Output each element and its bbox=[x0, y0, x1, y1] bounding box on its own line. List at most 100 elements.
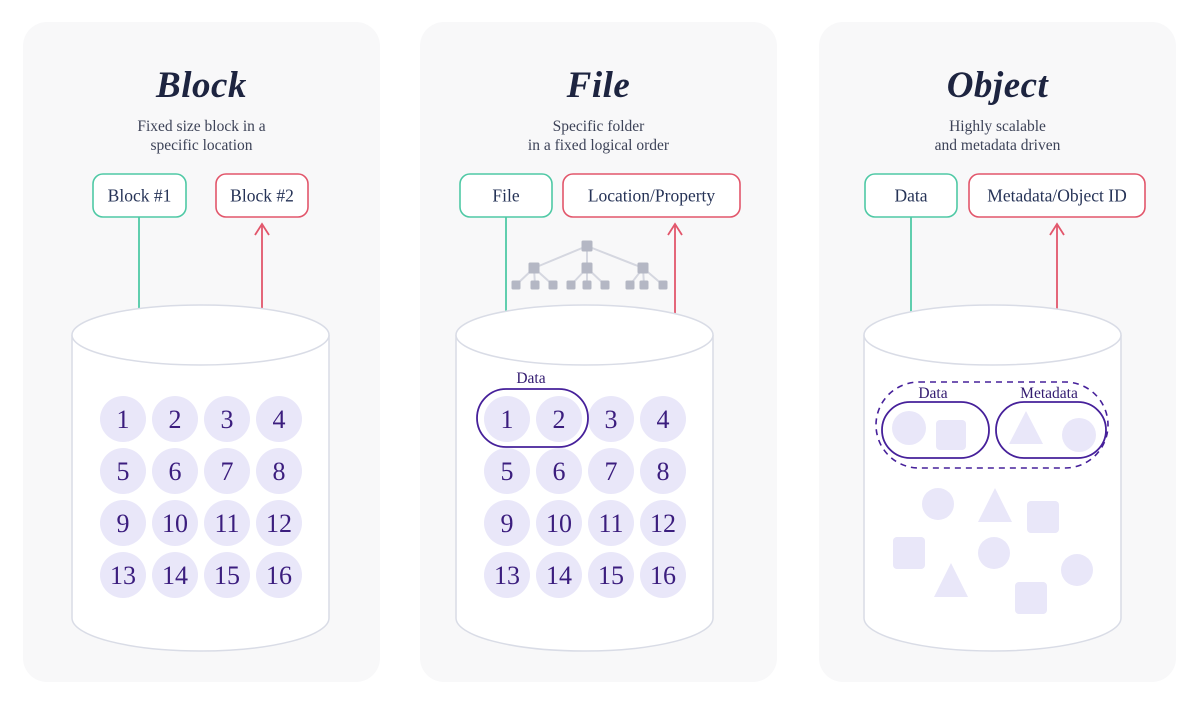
subtitle-line: Fixed size block in a bbox=[137, 118, 266, 135]
file-box-label: File bbox=[492, 186, 519, 206]
number-chip: 3 bbox=[204, 396, 250, 442]
storage-cylinder bbox=[863, 304, 1122, 652]
arrow-up-icon bbox=[254, 222, 270, 236]
svg-text:14: 14 bbox=[546, 561, 572, 590]
number-chip: 9 bbox=[100, 500, 146, 546]
square-shape bbox=[1015, 582, 1047, 614]
panel-title-object: Object bbox=[946, 65, 1049, 106]
cylinder-top bbox=[455, 304, 714, 366]
svg-text:6: 6 bbox=[169, 457, 182, 486]
number-chip: 4 bbox=[256, 396, 302, 442]
object-group-outline bbox=[875, 381, 1109, 469]
number-chip: 14 bbox=[536, 552, 582, 598]
subtitle-line: Specific folder bbox=[552, 118, 645, 135]
number-chip: 6 bbox=[152, 448, 198, 494]
panel-subtitle-file: Specific folder in a fixed logical order bbox=[420, 117, 777, 155]
svg-text:13: 13 bbox=[494, 561, 520, 590]
number-chip: 10 bbox=[536, 500, 582, 546]
svg-text:6: 6 bbox=[553, 457, 566, 486]
data-pill bbox=[881, 401, 990, 459]
square-shape bbox=[1027, 501, 1059, 533]
panel-block-storage: Block Fixed size block in a specific loc… bbox=[23, 22, 380, 682]
svg-text:4: 4 bbox=[273, 405, 286, 434]
number-chip: 16 bbox=[640, 552, 686, 598]
circle-shape bbox=[1062, 418, 1096, 452]
metadata-pill bbox=[995, 401, 1107, 459]
metadata-group-label: Metadata bbox=[1020, 385, 1078, 402]
svg-text:8: 8 bbox=[657, 457, 670, 486]
square-shape bbox=[936, 420, 966, 450]
svg-text:2: 2 bbox=[553, 405, 566, 434]
svg-text:9: 9 bbox=[501, 509, 514, 538]
file-number-grid: 1 2 3 4 5 6 7 8 9 10 11 12 13 14 15 16 bbox=[484, 396, 686, 598]
cylinder-top bbox=[71, 304, 330, 366]
triangle-shape bbox=[934, 563, 968, 597]
data-group-label: Data bbox=[516, 370, 545, 387]
arrow-up-icon bbox=[667, 222, 683, 236]
number-chip: 5 bbox=[100, 448, 146, 494]
location-property-box-label: Location/Property bbox=[588, 186, 716, 206]
number-chip: 2 bbox=[536, 396, 582, 442]
data-box-label: Data bbox=[894, 186, 927, 206]
number-chip: 13 bbox=[484, 552, 530, 598]
svg-text:16: 16 bbox=[266, 561, 292, 590]
block2-box-label: Block #2 bbox=[230, 186, 294, 206]
number-chip: 7 bbox=[204, 448, 250, 494]
svg-text:1: 1 bbox=[501, 405, 514, 434]
block2-box bbox=[215, 173, 309, 218]
svg-text:7: 7 bbox=[605, 457, 618, 486]
block1-box-label: Block #1 bbox=[108, 186, 172, 206]
data-group-outline bbox=[476, 388, 589, 448]
metadata-object-id-box-label: Metadata/Object ID bbox=[987, 186, 1126, 206]
cylinder-body bbox=[863, 335, 1122, 652]
number-chip: 3 bbox=[588, 396, 634, 442]
block-number-grid: 1 2 3 4 5 6 7 8 9 10 11 12 13 14 15 16 bbox=[100, 396, 302, 598]
cylinder-top bbox=[863, 304, 1122, 366]
subtitle-line: specific location bbox=[150, 137, 253, 154]
number-chip: 10 bbox=[152, 500, 198, 546]
arrow-up-icon bbox=[1049, 222, 1065, 236]
number-chip: 2 bbox=[152, 396, 198, 442]
svg-text:10: 10 bbox=[162, 509, 188, 538]
svg-text:3: 3 bbox=[221, 405, 234, 434]
number-chip: 8 bbox=[640, 448, 686, 494]
square-shape bbox=[893, 537, 925, 569]
block-diagram: Block #1 Block #2 1 2 3 4 5 6 7 8 9 10 1… bbox=[71, 173, 330, 652]
number-chip: 5 bbox=[484, 448, 530, 494]
svg-text:15: 15 bbox=[598, 561, 624, 590]
object-diagram: Data Metadata/Object ID Data Metadata bbox=[863, 173, 1146, 652]
data-box bbox=[864, 173, 958, 218]
number-chip: 1 bbox=[100, 396, 146, 442]
circle-shape bbox=[922, 488, 954, 520]
number-chip: 6 bbox=[536, 448, 582, 494]
svg-text:16: 16 bbox=[650, 561, 676, 590]
subtitle-line: and metadata driven bbox=[934, 137, 1061, 154]
number-chip: 13 bbox=[100, 552, 146, 598]
panel-title-file: File bbox=[566, 65, 631, 106]
circle-shape bbox=[892, 411, 926, 445]
number-chip: 12 bbox=[256, 500, 302, 546]
cylinder-body bbox=[71, 335, 330, 652]
svg-text:13: 13 bbox=[110, 561, 136, 590]
svg-text:10: 10 bbox=[546, 509, 572, 538]
number-chip: 15 bbox=[204, 552, 250, 598]
number-chip: 9 bbox=[484, 500, 530, 546]
svg-text:11: 11 bbox=[214, 509, 239, 538]
panel-subtitle-object: Highly scalable and metadata driven bbox=[819, 117, 1176, 155]
svg-text:15: 15 bbox=[214, 561, 240, 590]
svg-text:8: 8 bbox=[273, 457, 286, 486]
panel-title-block: Block bbox=[156, 65, 247, 106]
svg-text:7: 7 bbox=[221, 457, 234, 486]
data-group-label: Data bbox=[918, 385, 947, 402]
location-property-box bbox=[562, 173, 741, 218]
panel-subtitle-block: Fixed size block in a specific location bbox=[23, 117, 380, 155]
svg-text:12: 12 bbox=[266, 509, 292, 538]
subtitle-line: in a fixed logical order bbox=[527, 137, 670, 154]
triangle-shape bbox=[978, 488, 1012, 522]
svg-text:5: 5 bbox=[117, 457, 130, 486]
number-chip: 15 bbox=[588, 552, 634, 598]
svg-text:3: 3 bbox=[605, 405, 618, 434]
svg-text:14: 14 bbox=[162, 561, 188, 590]
panel-file-storage: File Specific folder in a fixed logical … bbox=[420, 22, 777, 682]
circle-shape bbox=[1061, 554, 1093, 586]
